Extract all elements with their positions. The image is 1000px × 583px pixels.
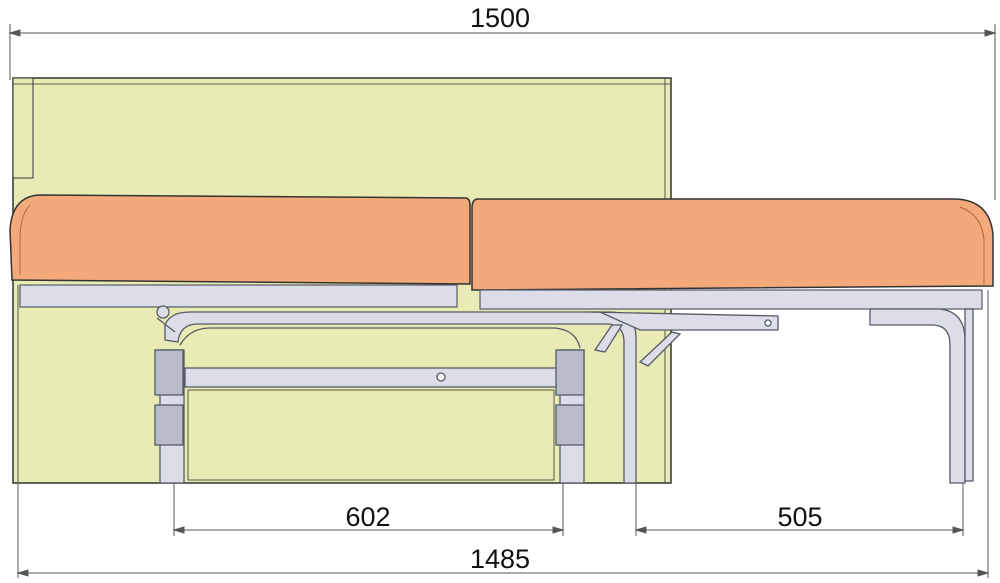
dimension-label-overall-top: 1500 bbox=[470, 3, 530, 33]
left-seat-cushion bbox=[9, 194, 471, 285]
dimension-label-extension: 505 bbox=[777, 502, 822, 532]
metal-frame-mechanism bbox=[154, 305, 974, 484]
dimension-label-overall-bottom: 1485 bbox=[470, 544, 530, 574]
dimension-label-leg-spacing: 602 bbox=[345, 502, 390, 532]
dimension-lines bbox=[8, 24, 997, 578]
left-seat-board bbox=[19, 284, 458, 308]
right-seat-board bbox=[479, 289, 983, 310]
right-seat-cushion bbox=[471, 198, 994, 291]
